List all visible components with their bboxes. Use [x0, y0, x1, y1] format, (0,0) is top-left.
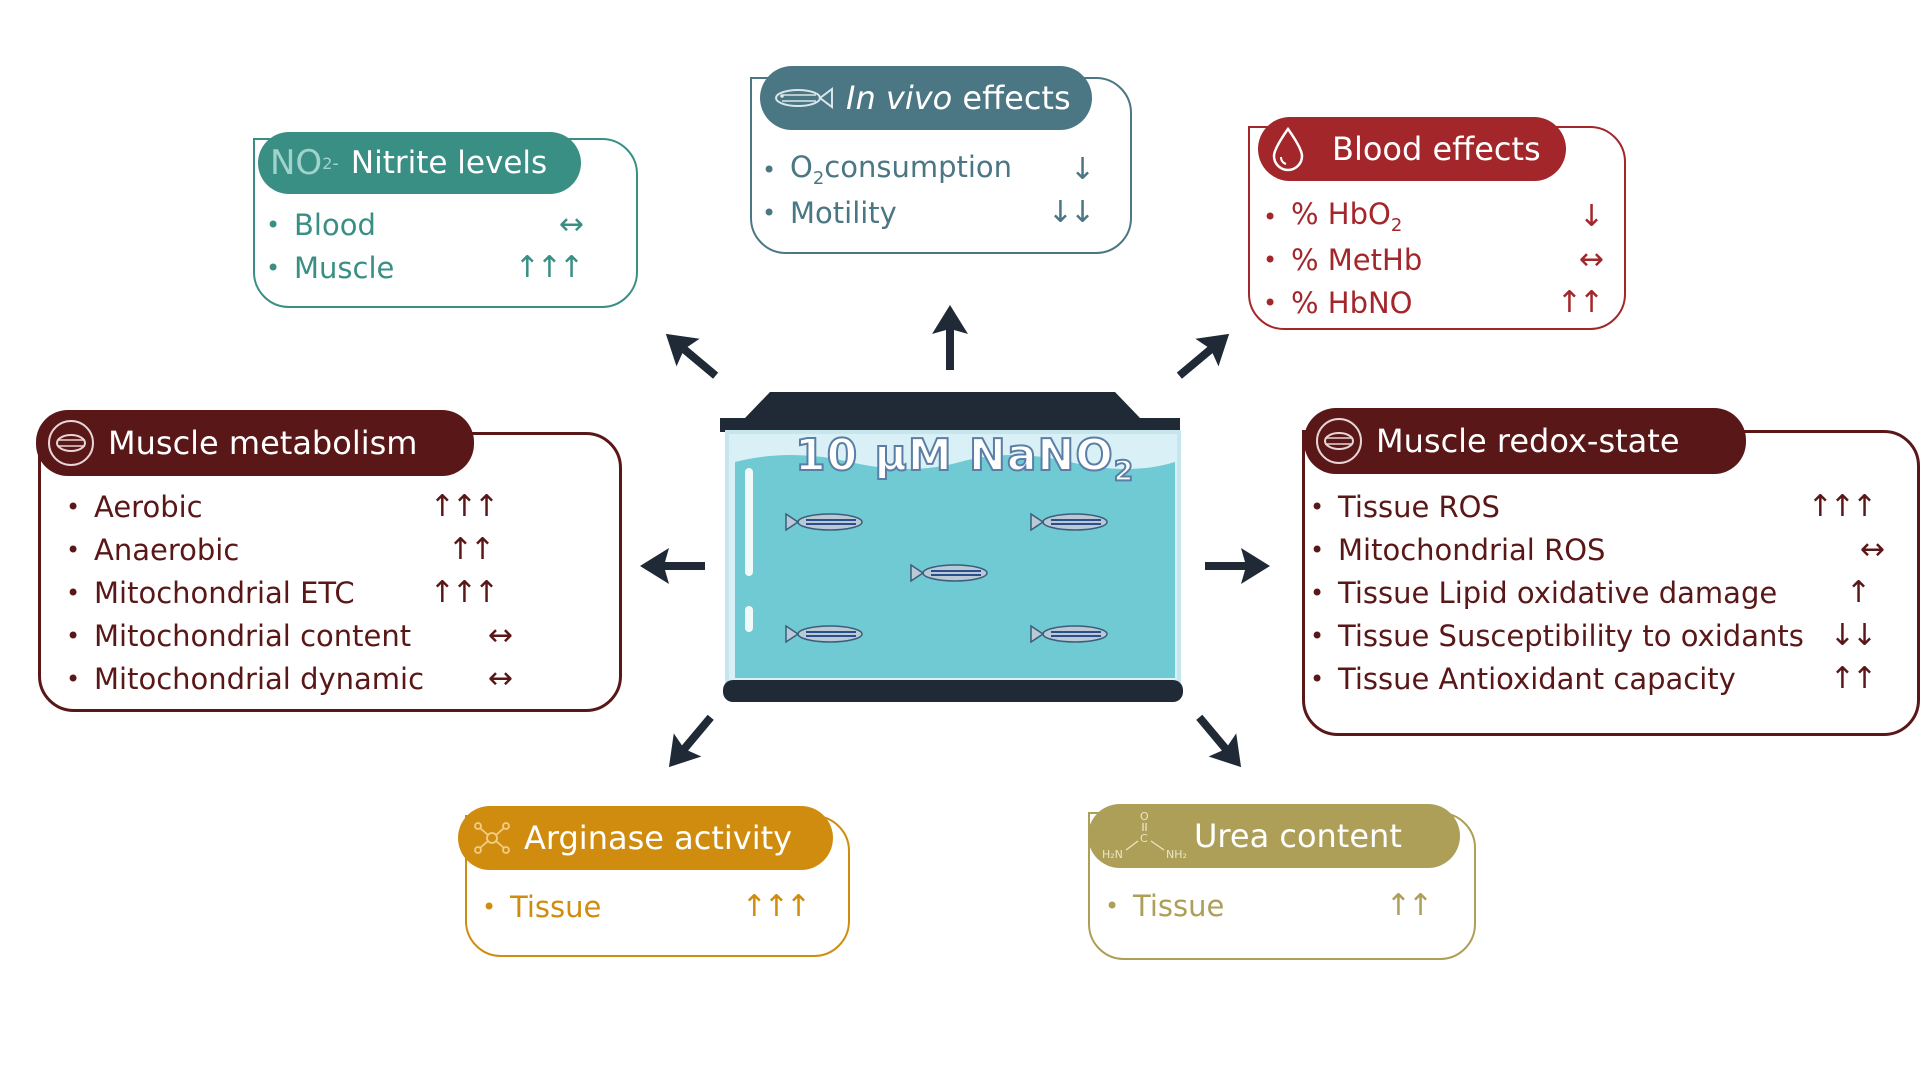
zebrafish-group	[785, 512, 1108, 644]
urea-structure-icon: O C H₂N NH₂	[1102, 810, 1187, 861]
arrow-to-invivo	[932, 305, 968, 370]
fish-icon	[770, 83, 834, 113]
arginase-title: Arginase activity	[524, 819, 793, 857]
list-item: •% MetHb↔	[1263, 242, 1604, 277]
urea-list: •Tissue↑↑	[1105, 884, 1433, 927]
list-item: •Tissue Susceptibility to oxidants↓↓	[1310, 618, 1877, 653]
arrow-to-urea	[1196, 714, 1242, 768]
in-vivo-list: •O2consumption↓ •Motility↓↓	[762, 148, 1095, 234]
urea-title: Urea content	[1194, 817, 1402, 855]
blood-title-pill: Blood effects	[1258, 117, 1566, 181]
molecule-icon	[472, 818, 512, 858]
muscle-icon	[46, 418, 96, 468]
arrow-to-blood	[1176, 333, 1230, 379]
arrow-to-redox	[1205, 548, 1270, 584]
metabolism-list: •Aerobic↑↑↑ •Anaerobic↑↑ •Mitochondrial …	[66, 485, 513, 700]
list-item: •Mitochondrial ETC↑↑↑	[66, 575, 499, 610]
muscle-icon	[1314, 416, 1364, 466]
arrow-to-metabolism	[640, 548, 705, 584]
list-item: •% HbNO↑↑	[1263, 285, 1604, 320]
blood-list: •% HbO2↓ •% MetHb↔ •% HbNO↑↑	[1263, 195, 1604, 324]
list-item: •Mitochondrial ROS↔	[1310, 532, 1885, 567]
tank-concentration-label: 10 μM NaNO2	[794, 429, 1135, 488]
list-item: •Mitochondrial dynamic↔	[66, 661, 513, 696]
nitrite-title: Nitrite levels	[350, 145, 548, 181]
nitrite-list: •Blood↔ •Muscle↑↑↑	[266, 203, 584, 289]
tank-lid	[720, 392, 1180, 432]
in-vivo-title-pill: In vivo effects	[760, 66, 1092, 130]
list-item: •Muscle↑↑↑	[266, 250, 584, 285]
arrow-to-arginase	[668, 714, 714, 768]
arginase-list: •Tissue↑↑↑	[482, 885, 811, 928]
list-item: •Motility↓↓	[762, 195, 1095, 230]
list-item: •Tissue↑↑	[1105, 888, 1433, 923]
list-item: •Tissue Lipid oxidative damage↑	[1310, 575, 1871, 610]
blood-title: Blood effects	[1332, 130, 1541, 168]
blood-drop-icon	[1270, 126, 1306, 172]
redox-title-pill: Muscle redox-state	[1304, 408, 1746, 474]
list-item: •% HbO2↓	[1263, 197, 1604, 236]
list-item: •Blood↔	[266, 207, 584, 242]
list-item: •Anaerobic↑↑	[66, 532, 495, 567]
list-item: •Tissue↑↑↑	[482, 889, 811, 924]
list-item: •Mitochondrial content↔	[66, 618, 513, 653]
urea-title-pill: O C H₂N NH₂ Urea content	[1088, 804, 1460, 868]
in-vivo-title: In vivo effects	[846, 79, 1071, 117]
redox-list: •Tissue ROS↑↑↑ •Mitochondrial ROS↔ •Tiss…	[1310, 485, 1885, 700]
list-item: •Aerobic↑↑↑	[66, 489, 499, 524]
redox-title: Muscle redox-state	[1376, 422, 1680, 460]
arginase-title-pill: Arginase activity	[458, 806, 833, 870]
list-item: •O2consumption↓	[762, 150, 1095, 189]
metabolism-title: Muscle metabolism	[108, 424, 418, 462]
arrow-to-nitrite	[665, 333, 719, 379]
tank-base	[723, 680, 1183, 702]
metabolism-title-pill: Muscle metabolism	[36, 410, 474, 476]
list-item: •Tissue Antioxidant capacity↑↑	[1310, 661, 1877, 696]
list-item: •Tissue ROS↑↑↑	[1310, 489, 1877, 524]
